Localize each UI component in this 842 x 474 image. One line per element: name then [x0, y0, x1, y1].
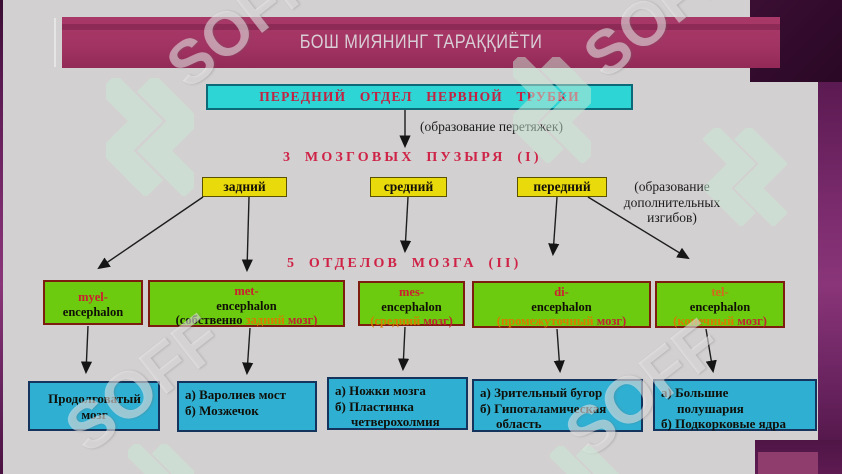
title-bar: БОШ МИЯНИНГ ТАРАҚҚИЁТИ	[62, 17, 780, 68]
derivative-line: б) Гипоталамическая	[480, 400, 607, 416]
root-box-neural-tube: ПЕРЕДНИЙ ОТДЕЛ НЕРВНОЙ ТРУБКИ	[206, 84, 633, 110]
division-prefix: di-	[554, 285, 569, 299]
derivative-line: а) Ножки мозга	[335, 383, 426, 398]
derivative-line: а) Зрительный бугор	[480, 385, 603, 400]
derivative-line: область	[496, 416, 542, 431]
division-name: encephalon	[689, 299, 751, 314]
division-paren: (конечный мозг)	[673, 314, 767, 329]
derivative-line: б) Пластинка	[335, 398, 414, 414]
division-name: encephalon	[62, 304, 124, 319]
stage2-heading: 5 ОТДЕЛОВ МОЗГА (II)	[287, 256, 522, 271]
derivative-box-thalamus: а) Зрительный бугор б) Гипоталамическая …	[472, 379, 643, 432]
derivative-line: а) Варолиев мост	[185, 387, 286, 402]
division-name: encephalon	[216, 298, 277, 313]
division-paren: (промежуточный мозг)	[496, 314, 627, 329]
vesicle-box-middle: средний	[370, 177, 447, 197]
stage1-heading: 3 МОЗГОВЫХ ПУЗЫРЯ (I)	[283, 150, 542, 165]
derivative-line: полушария	[677, 400, 744, 416]
division-box-mesencephalon: mes- encephalon (средний мозг)	[358, 281, 465, 329]
vesicle-label: задний	[223, 179, 266, 194]
note-bends: (образование дополнительных изгибов)	[592, 179, 752, 226]
derivative-box-pons-cerebellum: а) Варолиев мост б) Мозжечок	[177, 381, 317, 432]
division-prefix: mes-	[399, 285, 424, 299]
division-prefix: myel-	[78, 290, 108, 304]
derivative-line: мозг	[81, 406, 108, 422]
derivative-line: четверохолмия	[351, 414, 440, 429]
division-box-myelencephalon: myel- encephalon	[43, 280, 143, 325]
division-box-metencephalon: met- encephalon (собственно задний мозг)	[148, 280, 345, 327]
division-prefix: tel-	[711, 285, 729, 299]
division-name: encephalon	[381, 299, 442, 314]
derivative-line: Продолговатый	[48, 391, 141, 406]
titlebar-left-tick	[54, 18, 56, 67]
division-paren: (средний мозг)	[370, 314, 453, 329]
root-box-label: ПЕРЕДНИЙ ОТДЕЛ НЕРВНОЙ ТРУБКИ	[259, 89, 580, 104]
vesicle-label: передний	[533, 179, 591, 194]
vesicle-box-anterior: передний	[517, 177, 607, 197]
page-title: БОШ МИЯНИНГ ТАРАҚҚИЁТИ	[299, 31, 543, 53]
derivative-line: б) Подкорковые ядра	[661, 416, 786, 431]
derivative-line: б) Мозжечок	[185, 402, 259, 418]
vesicle-box-posterior: задний	[202, 177, 287, 197]
vesicle-label: средний	[383, 179, 434, 194]
derivative-box-medulla: Продолговатый мозг	[28, 381, 160, 431]
division-box-telencephalon: tel- encephalon (конечный мозг)	[655, 281, 785, 328]
division-name: encephalon	[531, 299, 592, 314]
division-paren: (собственно задний мозг)	[175, 313, 318, 328]
derivative-box-hemispheres: а) Большие полушария б) Подкорковые ядра	[653, 379, 817, 431]
derivative-box-peduncles: а) Ножки мозга б) Пластинка четверохолми…	[327, 377, 468, 430]
division-box-diencephalon: di- encephalon (промежуточный мозг)	[472, 281, 651, 328]
titlebar-stripe	[62, 24, 780, 30]
derivative-line: а) Большие	[661, 385, 729, 400]
note-bends-line: (образование	[634, 179, 710, 194]
note-bends-line: изгибов)	[647, 210, 697, 225]
note-bends-line: дополнительных	[623, 194, 721, 210]
note-constrictions: (образование перетяжек)	[420, 119, 563, 134]
bottom-right-accent-block	[758, 452, 818, 474]
division-prefix: met-	[234, 284, 259, 298]
